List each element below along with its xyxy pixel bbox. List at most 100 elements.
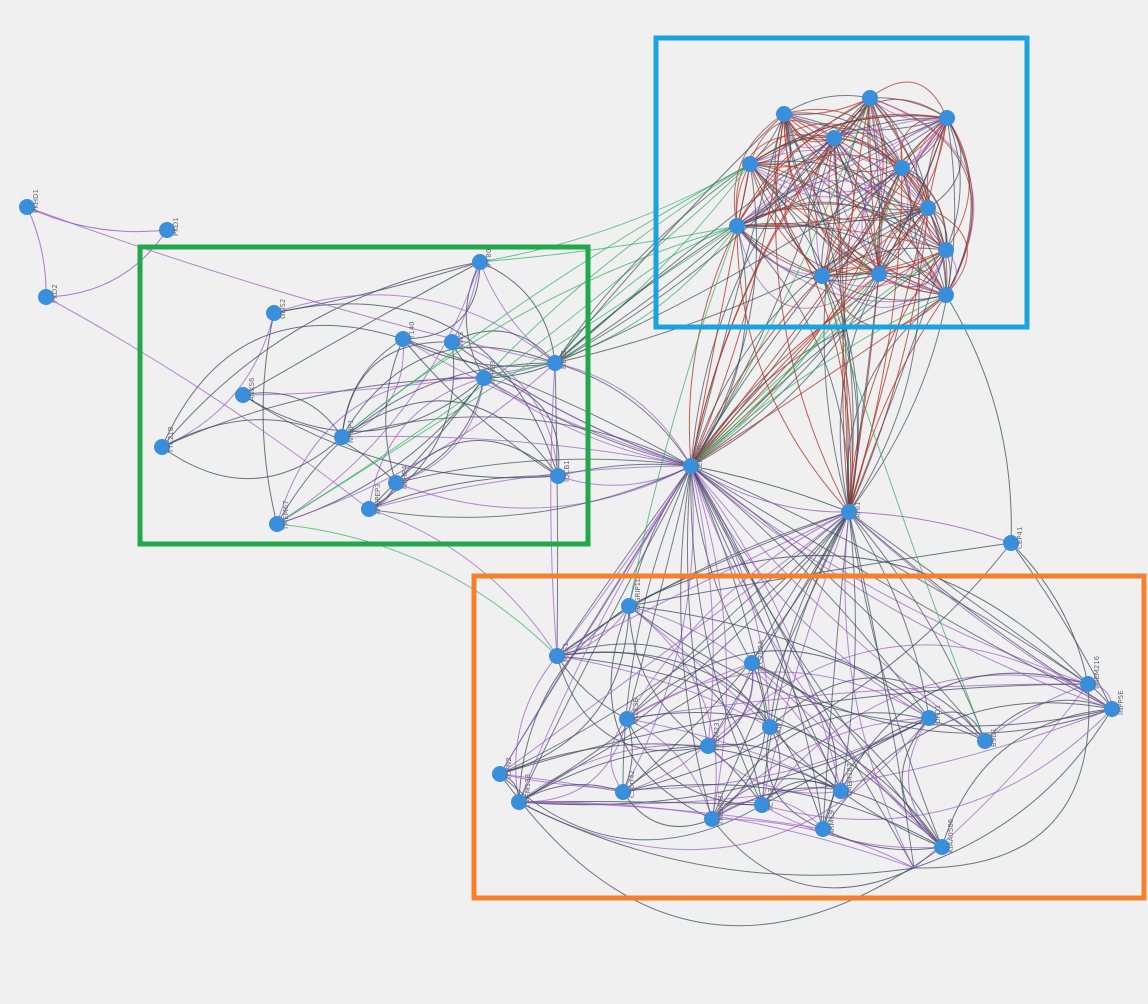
node-circle[interactable] xyxy=(619,711,635,727)
node-b4[interactable] xyxy=(826,130,842,146)
node-circle[interactable] xyxy=(154,439,170,455)
node-circle[interactable] xyxy=(492,766,508,782)
node-circle[interactable] xyxy=(920,200,936,216)
node-g10[interactable]: NPHP4 xyxy=(388,465,409,491)
node-circle[interactable] xyxy=(334,429,350,445)
node-o3[interactable]: CC2D2A xyxy=(744,640,765,671)
node-circle[interactable] xyxy=(1003,535,1019,551)
node-circle[interactable] xyxy=(472,254,488,270)
node-g13[interactable]: TMEM67 xyxy=(269,500,290,532)
node-o18[interactable]: KIAA0586 xyxy=(934,818,955,855)
node-circle[interactable] xyxy=(939,110,955,126)
node-circle[interactable] xyxy=(547,355,563,371)
node-o1[interactable]: RPGRIP1L xyxy=(621,578,642,614)
node-circle[interactable] xyxy=(729,218,745,234)
node-circle[interactable] xyxy=(269,516,285,532)
node-circle[interactable] xyxy=(1104,701,1120,717)
node-h1[interactable]: CEP290 xyxy=(683,445,704,474)
node-circle[interactable] xyxy=(395,331,411,347)
node-circle[interactable] xyxy=(19,199,35,215)
node-circle[interactable] xyxy=(361,501,377,517)
node-b3[interactable] xyxy=(939,110,955,126)
node-circle[interactable] xyxy=(159,222,175,238)
node-circle[interactable] xyxy=(1080,676,1096,692)
node-g3[interactable]: IFT140 xyxy=(395,321,416,347)
node-circle[interactable] xyxy=(833,783,849,799)
node-circle[interactable] xyxy=(742,156,758,172)
node-g6[interactable]: NEK8 xyxy=(547,350,568,371)
node-circle[interactable] xyxy=(700,738,716,754)
node-circle[interactable] xyxy=(444,334,460,350)
node-h2[interactable]: AHI1 xyxy=(841,501,862,520)
edge-layer xyxy=(26,81,1113,927)
node-circle[interactable] xyxy=(235,387,251,403)
node-circle[interactable] xyxy=(549,648,565,664)
node-b2[interactable] xyxy=(862,90,878,106)
node-o14[interactable]: TMEM237 xyxy=(704,791,725,827)
node-b12[interactable] xyxy=(938,287,954,303)
node-o9[interactable]: TMEM231 xyxy=(700,718,721,754)
node-g5[interactable]: NPHP3 xyxy=(476,361,497,386)
node-circle[interactable] xyxy=(776,106,792,122)
node-o11[interactable]: TCTN2 xyxy=(492,757,513,782)
node-circle[interactable] xyxy=(862,90,878,106)
node-o13[interactable]: C5orf42 xyxy=(615,770,636,800)
node-circle[interactable] xyxy=(814,268,830,284)
node-o5[interactable]: INPP5E xyxy=(1104,690,1125,717)
node-circle[interactable] xyxy=(704,811,720,827)
node-circle[interactable] xyxy=(826,130,842,146)
node-b6[interactable] xyxy=(742,156,758,172)
node-o17[interactable]: ARMC9 xyxy=(815,810,836,837)
node-circle[interactable] xyxy=(815,821,831,837)
node-b1[interactable] xyxy=(776,106,792,122)
edge-b5-b10-103 xyxy=(821,167,903,277)
node-circle[interactable] xyxy=(388,475,404,491)
node-circle[interactable] xyxy=(938,242,954,258)
node-g7[interactable]: ANKS6 xyxy=(235,377,256,403)
node-circle[interactable] xyxy=(921,710,937,726)
node-circle[interactable] xyxy=(894,160,910,176)
node-b11[interactable] xyxy=(871,266,887,282)
node-circle[interactable] xyxy=(476,370,492,386)
node-a1[interactable]: PKHD1 xyxy=(19,189,40,215)
node-circle[interactable] xyxy=(762,719,778,735)
node-circle[interactable] xyxy=(871,266,887,282)
node-circle[interactable] xyxy=(38,289,54,305)
node-o15[interactable]: TCTN3 xyxy=(754,788,775,813)
node-circle[interactable] xyxy=(744,655,760,671)
node-g9[interactable]: NPHP1 xyxy=(334,420,355,445)
node-b9[interactable] xyxy=(938,242,954,258)
node-o10[interactable]: B9D1 xyxy=(977,728,998,749)
node-circle[interactable] xyxy=(266,305,282,321)
node-b5[interactable] xyxy=(894,160,910,176)
node-g4[interactable]: INVS xyxy=(444,331,465,350)
node-a2[interactable]: PKD1 xyxy=(159,217,180,238)
node-circle[interactable] xyxy=(977,733,993,749)
node-h3[interactable]: CEP41 xyxy=(1003,527,1024,551)
node-circle[interactable] xyxy=(754,797,770,813)
node-circle[interactable] xyxy=(841,504,857,520)
node-o6[interactable]: ARL13B xyxy=(619,698,640,727)
node-circle[interactable] xyxy=(550,468,566,484)
node-circle[interactable] xyxy=(683,458,699,474)
node-g2[interactable]: IFT80 xyxy=(472,249,493,270)
node-circle[interactable] xyxy=(621,598,637,614)
node-circle[interactable] xyxy=(511,794,527,810)
node-b10[interactable] xyxy=(814,268,830,284)
node-a3[interactable]: PKD2 xyxy=(38,284,59,305)
node-o2[interactable]: MKS1 xyxy=(549,642,570,664)
node-b8[interactable] xyxy=(729,218,745,234)
node-o7[interactable]: KIF7 xyxy=(762,718,783,735)
node-circle[interactable] xyxy=(615,784,631,800)
node-g8[interactable]: TTC21B xyxy=(154,426,175,455)
node-o16[interactable]: TMEM107 xyxy=(833,763,854,799)
node-g11[interactable]: IQCB1 xyxy=(550,460,571,484)
node-o4[interactable]: TMEM216 xyxy=(1080,655,1101,692)
node-b7[interactable] xyxy=(920,200,936,216)
node-circle[interactable] xyxy=(938,287,954,303)
node-circle[interactable] xyxy=(934,839,950,855)
node-g12[interactable]: XPNPEP3 xyxy=(361,483,382,517)
node-g1[interactable]: GLIS2 xyxy=(266,299,287,321)
node-o8[interactable]: OFD1 xyxy=(921,705,942,726)
node-o12[interactable]: TMEM138 xyxy=(511,774,532,810)
